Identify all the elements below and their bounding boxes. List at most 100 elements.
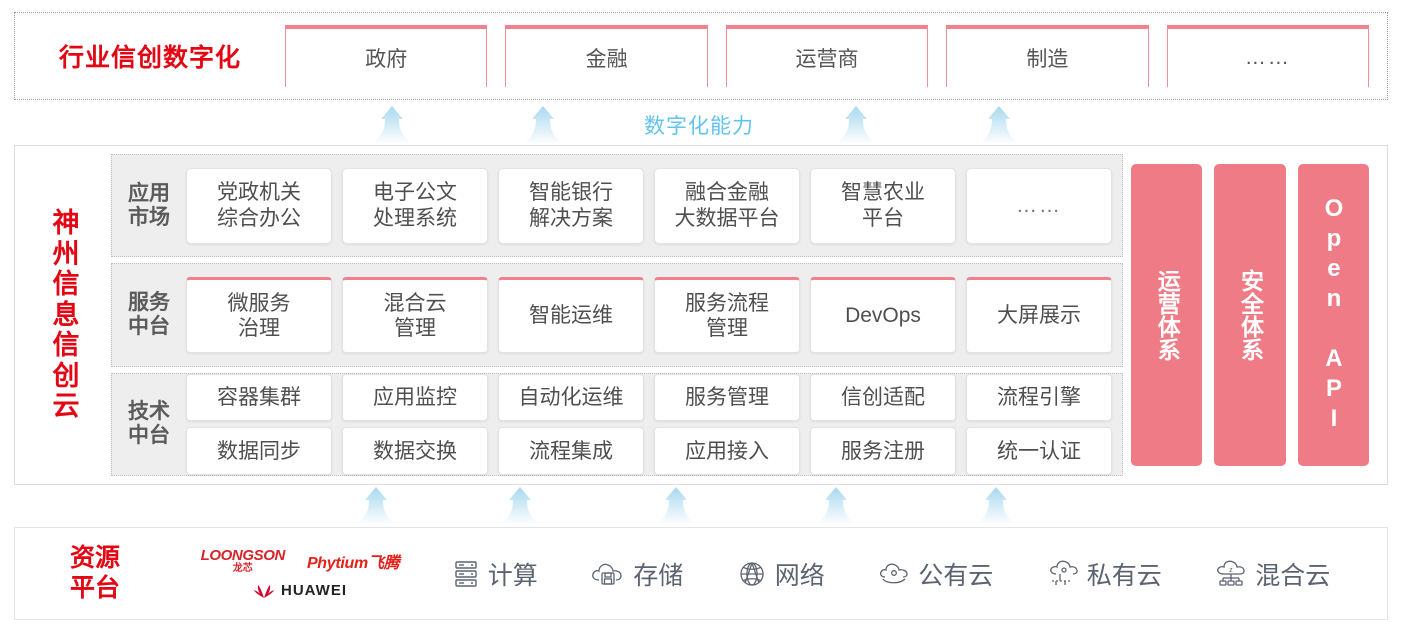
service-cell-devops[interactable]: DevOps <box>810 276 956 353</box>
app-cell-edoc-system[interactable]: 电子公文处理系统 <box>342 167 488 244</box>
pillar-label: 安全体系 <box>1237 269 1264 361</box>
industry-card-government[interactable]: 政府 <box>285 25 488 87</box>
up-arrow-icon <box>354 487 398 525</box>
cell-line: 管理 <box>394 316 436 340</box>
up-arrow-icon <box>977 106 1021 144</box>
pillar-list: 运营体系 安全体系 Open API <box>1123 146 1387 484</box>
tier-label-tech-platform: 技术 中台 <box>112 400 186 448</box>
vendor-logo-row: LOONGSON 龙芯 Phytium飞腾 <box>201 548 400 574</box>
industry-card-finance[interactable]: 金融 <box>505 25 708 87</box>
up-arrow-icon <box>814 487 858 525</box>
cell-line: 大数据平台 <box>674 206 780 230</box>
industry-card-more[interactable]: …… <box>1166 25 1370 87</box>
up-arrow-icon <box>370 106 414 144</box>
capability-arrow-strip-top: 数字化能力 <box>14 104 1388 144</box>
brand-char: 神 <box>52 208 80 239</box>
tech-cell-service-mgmt[interactable]: 服务管理 <box>654 373 800 422</box>
tech-cell-data-exchange[interactable]: 数据交换 <box>342 427 488 475</box>
brand-char: 云 <box>52 391 80 422</box>
service-cell-hybrid-cloud-mgmt[interactable]: 混合云管理 <box>342 276 488 353</box>
resource-item-label: 私有云 <box>1086 561 1162 590</box>
pillar-operations-system[interactable]: 运营体系 <box>1131 164 1203 466</box>
resource-item-label: 公有云 <box>918 561 994 590</box>
globe-network-icon <box>740 561 764 586</box>
cell-line: 治理 <box>238 316 280 340</box>
resource-platform-band: 资源 平台 LOONGSON 龙芯 Phytium飞腾 HUAWEI <box>14 527 1388 620</box>
tech-cell-app-access[interactable]: 应用接入 <box>654 427 800 475</box>
brand-char: 创 <box>52 360 80 391</box>
cell-line: 管理 <box>706 316 748 340</box>
cell-line: 综合办公 <box>217 206 301 230</box>
tier-label-line: 中台 <box>128 314 170 338</box>
tech-cell-process-engine[interactable]: 流程引擎 <box>966 373 1112 422</box>
resource-item-hybrid-cloud[interactable]: z 混合云 <box>1215 556 1330 592</box>
tech-cell-container-cluster[interactable]: 容器集群 <box>186 373 332 422</box>
service-cell-microservice-governance[interactable]: 微服务治理 <box>186 276 332 353</box>
resource-item-compute[interactable]: 计算 <box>452 556 538 592</box>
hybrid-cloud-icon: z <box>1217 560 1245 586</box>
up-arrow-icon <box>654 487 698 525</box>
industry-card-manufacturing[interactable]: 制造 <box>946 25 1149 87</box>
resource-item-storage[interactable]: 存储 <box>591 556 683 592</box>
pillar-label: Open API <box>1320 195 1348 435</box>
tech-cell-process-integration[interactable]: 流程集成 <box>498 427 644 475</box>
server-icon <box>455 560 477 587</box>
resource-item-public-cloud[interactable]: 公有云 <box>878 556 993 592</box>
service-platform-cells: 微服务治理 混合云管理 智能运维 服务流程管理 DevOps 大屏展示 <box>186 264 1122 365</box>
brand-char: 信 <box>52 269 80 300</box>
tier-label-service-platform: 服务 中台 <box>112 291 186 339</box>
resource-item-label: 网络 <box>774 561 825 590</box>
tech-cell-data-sync[interactable]: 数据同步 <box>186 427 332 475</box>
loongson-logo-en: LOONGSON <box>200 547 286 564</box>
loongson-logo: LOONGSON 龙芯 <box>200 547 286 574</box>
tier-row-service-platform: 服务 中台 微服务治理 混合云管理 智能运维 服务流程管理 DevOps 大屏展… <box>111 263 1123 367</box>
cell-line: 微服务 <box>227 291 291 315</box>
resource-item-label: 存储 <box>633 561 684 590</box>
tier-label-line: 服务 <box>128 290 170 314</box>
svg-text:z: z <box>1229 567 1233 574</box>
loongson-logo-cn: 龙芯 <box>232 563 253 574</box>
pillar-open-api[interactable]: Open API <box>1297 164 1369 466</box>
app-cell-smart-bank[interactable]: 智能银行解决方案 <box>498 167 644 244</box>
industry-band: 行业信创数字化 政府 金融 运营商 制造 …… <box>14 12 1388 100</box>
service-cell-process-mgmt[interactable]: 服务流程管理 <box>654 276 800 353</box>
tier-label-line: 应用 <box>128 181 170 205</box>
brand-char: 信 <box>52 330 80 361</box>
pillar-security-system[interactable]: 安全体系 <box>1214 164 1286 466</box>
pillar-label: 运营体系 <box>1154 269 1181 361</box>
resource-title-line: 资源 <box>69 544 120 572</box>
tier-label-app-market: 应用 市场 <box>112 182 186 230</box>
private-cloud-icon <box>1049 560 1078 585</box>
tier-label-line: 中台 <box>128 424 170 448</box>
app-cell-more[interactable]: …… <box>966 167 1112 244</box>
tech-platform-cells: 容器集群 应用监控 自动化运维 服务管理 信创适配 流程引擎 数据同步 数据交换… <box>186 368 1122 481</box>
resource-item-private-cloud[interactable]: 私有云 <box>1047 556 1162 592</box>
tier-row-tech-platform: 技术 中台 容器集群 应用监控 自动化运维 服务管理 信创适配 流程引擎 数据同… <box>111 372 1123 476</box>
app-cell-gov-office[interactable]: 党政机关综合办公 <box>186 167 332 244</box>
resource-item-list: 计算 存储 网络 <box>425 556 1387 592</box>
resource-item-network[interactable]: 网络 <box>737 556 825 592</box>
cell-line: 平台 <box>862 206 904 230</box>
tech-cell-xc-adaptation[interactable]: 信创适配 <box>810 373 956 422</box>
resource-platform-title: 资源 平台 <box>15 544 175 603</box>
cell-line: 服务流程 <box>685 291 769 315</box>
tech-cell-app-monitoring[interactable]: 应用监控 <box>342 373 488 422</box>
industry-card-telecom[interactable]: 运营商 <box>725 25 929 87</box>
tech-cell-unified-auth[interactable]: 统一认证 <box>966 427 1112 475</box>
app-cell-fin-bigdata[interactable]: 融合金融大数据平台 <box>654 167 800 244</box>
app-cell-smart-agriculture[interactable]: 智慧农业平台 <box>810 167 956 244</box>
service-cell-aiops[interactable]: 智能运维 <box>498 276 644 353</box>
tech-cell-row-1: 容器集群 应用监控 自动化运维 服务管理 信创适配 流程引擎 <box>186 373 1112 422</box>
service-cell-dashboard[interactable]: 大屏展示 <box>966 276 1112 353</box>
up-arrow-icon <box>834 106 878 144</box>
phytium-logo: Phytium飞腾 <box>306 555 400 572</box>
cell-line: 智慧农业 <box>841 181 925 205</box>
tech-cell-automation-ops[interactable]: 自动化运维 <box>498 373 644 422</box>
capability-arrow-strip-bottom <box>14 487 1388 525</box>
tech-cell-service-registry[interactable]: 服务注册 <box>810 427 956 475</box>
tier-row-list: 应用 市场 党政机关综合办公 电子公文处理系统 智能银行解决方案 融合金融大数据… <box>97 146 1123 484</box>
up-arrow-icon <box>498 487 542 525</box>
cloud-platform-panel: 神 州 信 息 信 创 云 应用 市场 党政机关综合办公 电子公文处理系统 智能… <box>14 145 1388 485</box>
vendor-logo-group: LOONGSON 龙芯 Phytium飞腾 HUAWEI <box>175 548 425 599</box>
huawei-flower-icon <box>254 584 274 598</box>
